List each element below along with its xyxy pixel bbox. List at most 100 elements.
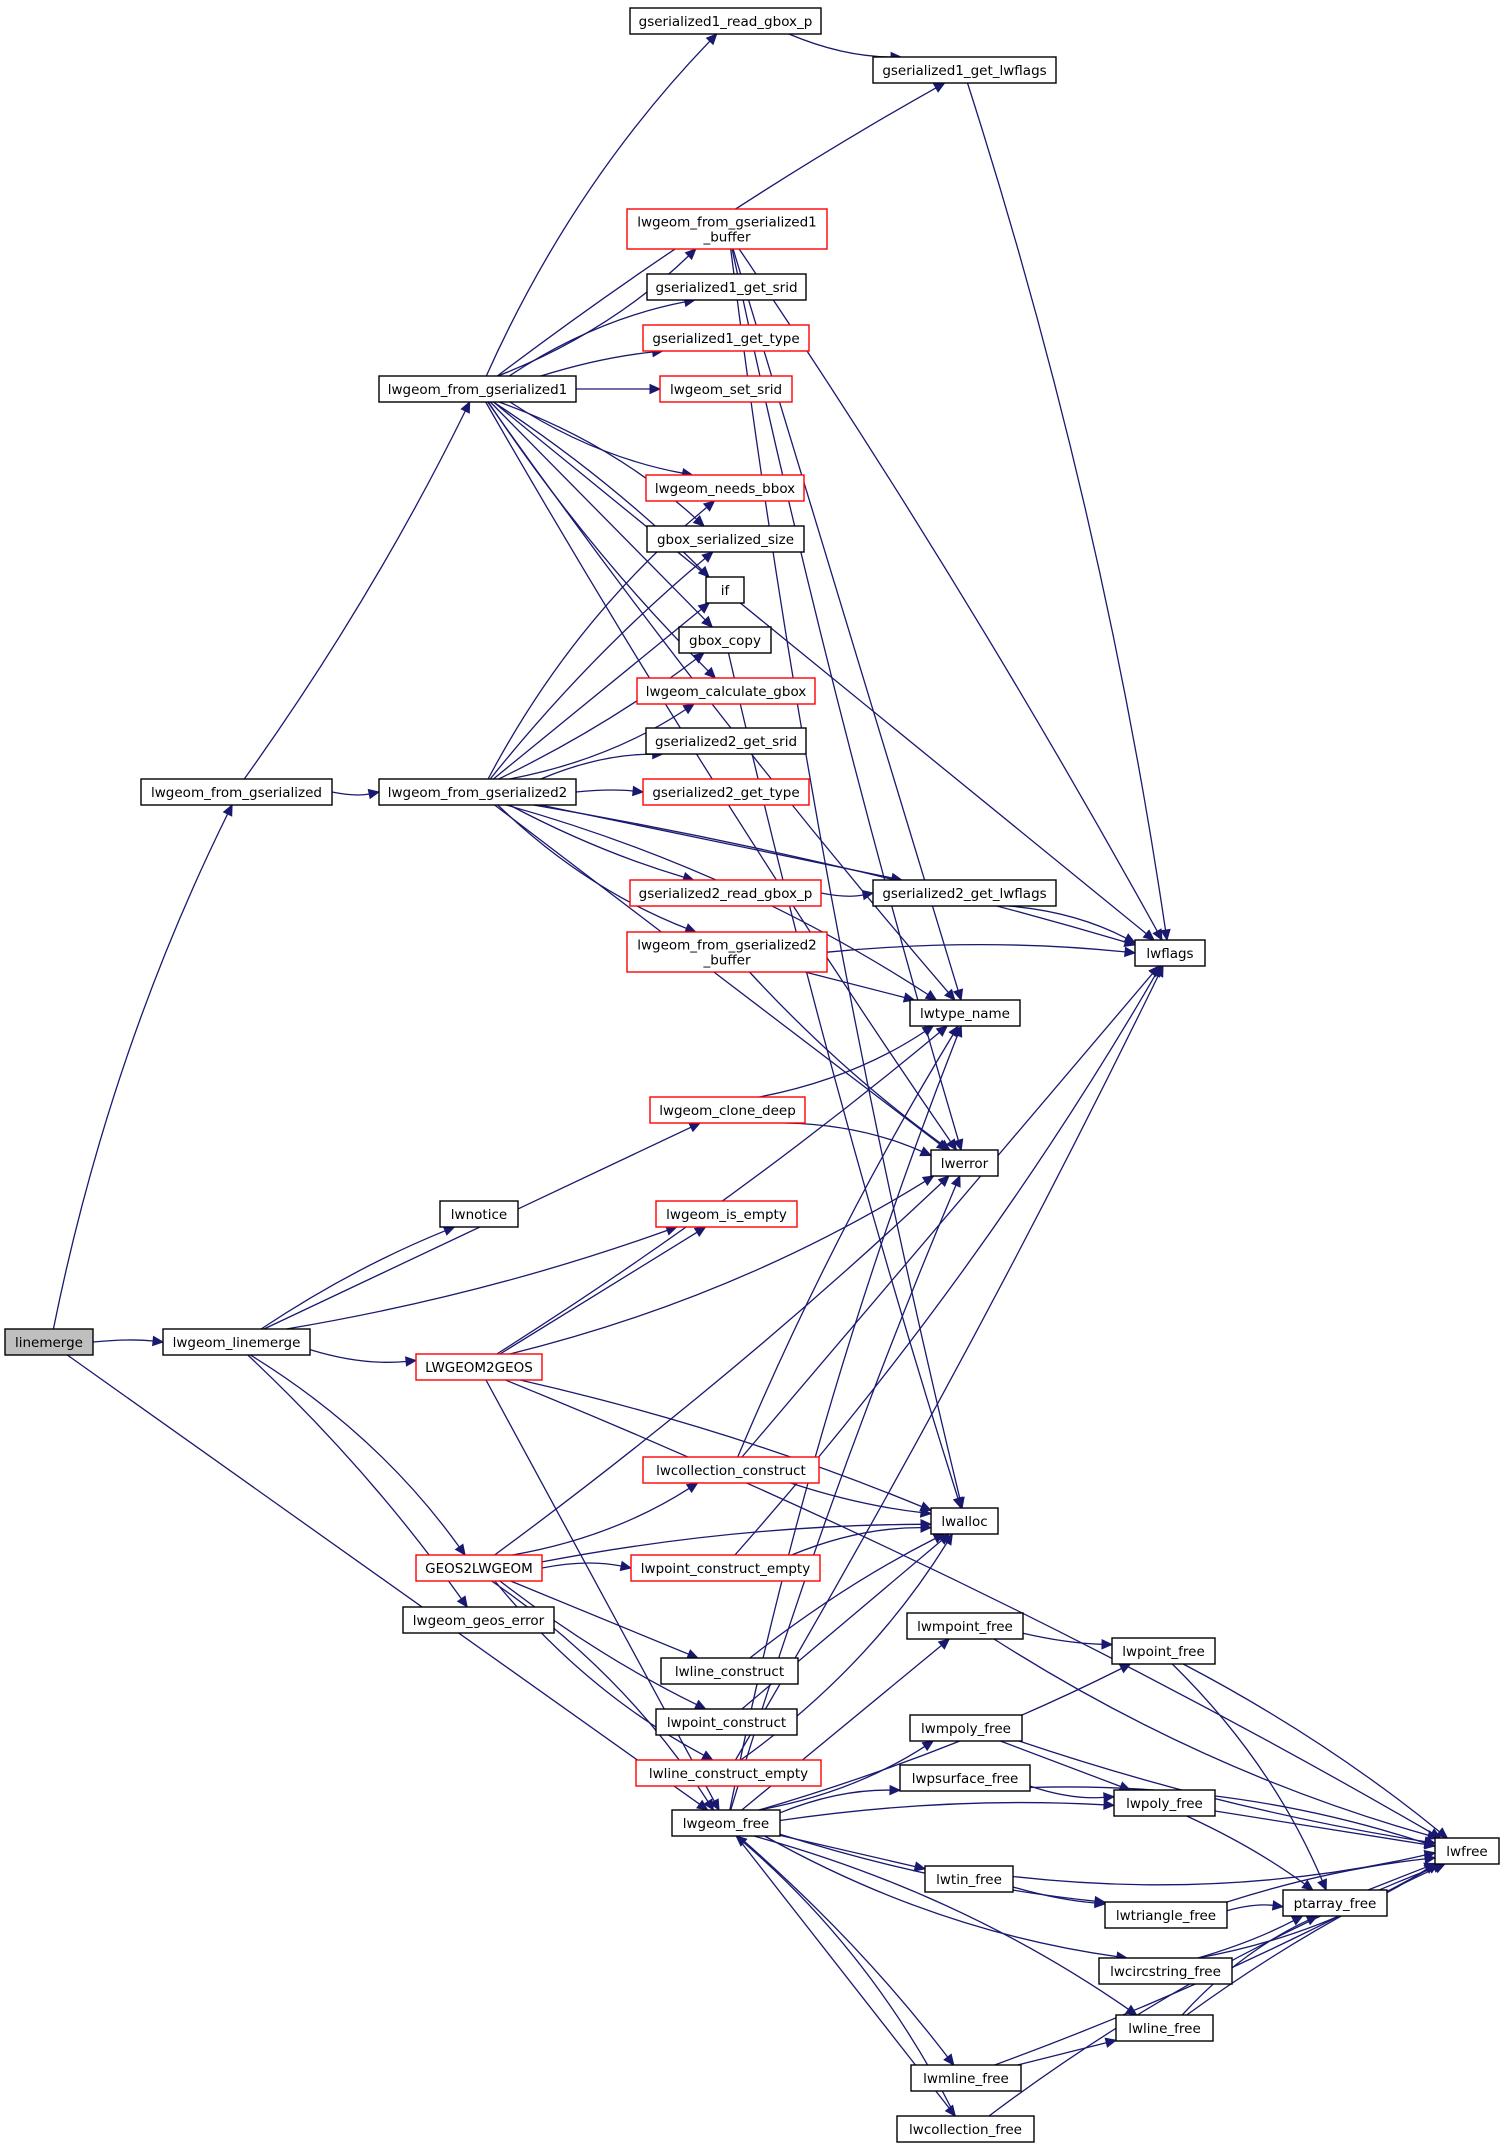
node-gserialized1_read_gbox_p[interactable]: gserialized1_read_gbox_p (629, 7, 822, 35)
node-label: lwmpoly_free (921, 1721, 1011, 1737)
node-box (655, 1200, 798, 1228)
node-gbox_copy[interactable]: gbox_copy (678, 626, 772, 654)
node-lwpoint_construct_empty[interactable]: lwpoint_construct_empty (630, 1554, 821, 1582)
node-lwgeom_clone_deep[interactable]: lwgeom_clone_deep (649, 1096, 806, 1124)
node-lwmpoly_free[interactable]: lwmpoly_free (909, 1714, 1023, 1742)
node-lwgeom_geos_error[interactable]: lwgeom_geos_error (402, 1606, 555, 1634)
edge-lwcollection_construct-to-lwflags (741, 973, 1153, 1458)
node-lwcircstring_free[interactable]: lwcircstring_free (1098, 1957, 1233, 1985)
edge-GEOS2LWGEOM-to-lwpoint_construct_empty (541, 1562, 622, 1569)
edge-lwgeom_from_gserialized2-to-gserialized2_get_srid (540, 753, 653, 780)
node-label: lwline_construct (675, 1664, 784, 1680)
node-lwtin_free[interactable]: lwtin_free (924, 1865, 1014, 1893)
arrowhead-gbox_copy (692, 652, 705, 664)
node-lwgeom_from_gserialized2_buffer[interactable]: lwgeom_from_gserialized2_buffer (626, 931, 828, 973)
arrowhead-lwerror (938, 1139, 951, 1151)
node-box (930, 1149, 999, 1177)
arrowhead-lwline_construct_empty (700, 1750, 714, 1761)
arrowhead-lwerror (950, 1174, 961, 1188)
node-gserialized1_get_type[interactable]: gserialized1_get_type (642, 324, 810, 352)
edge-lwmpoly_free-to-lwpoly_free (1000, 1740, 1121, 1788)
node-box (909, 1714, 1023, 1742)
node-ptarray_free[interactable]: ptarray_free (1282, 1889, 1388, 1917)
node-gserialized1_get_srid[interactable]: gserialized1_get_srid (646, 273, 807, 301)
node-box (626, 931, 828, 973)
node-if[interactable]: if (705, 576, 745, 604)
node-lwfree[interactable]: lwfree (1434, 1837, 1500, 1865)
node-lwpsurface_free[interactable]: lwpsurface_free (899, 1764, 1031, 1792)
node-lwcollection_construct[interactable]: lwcollection_construct (642, 1456, 820, 1484)
edge-lwtin_free-to-lwfree (1012, 1854, 1426, 1886)
node-label: lwgeom_free (683, 1816, 769, 1832)
arrowhead-lwmpoint_free (937, 1638, 951, 1650)
node-gserialized2_get_type[interactable]: gserialized2_get_type (642, 778, 810, 806)
edge-lwpsurface_free-to-lwpoly_free (1029, 1785, 1105, 1799)
arrowhead-lwgeom_set_srid (649, 383, 662, 395)
node-lwline_construct[interactable]: lwline_construct (660, 1657, 799, 1685)
node-lwpoint_free[interactable]: lwpoint_free (1111, 1637, 1216, 1665)
node-lwgeom_from_gserialized1_buffer[interactable]: lwgeom_from_gserialized1_buffer (626, 208, 828, 250)
arrowhead-gserialized2_get_type (632, 785, 645, 797)
node-lwmline_free[interactable]: lwmline_free (910, 2064, 1022, 2092)
edge-lwcollection_construct-to-lwtype_name (737, 1034, 954, 1458)
arrowhead-lwgeom_calculate_gbox (682, 703, 696, 715)
node-gserialized1_get_lwflags[interactable]: gserialized1_get_lwflags (872, 56, 1057, 84)
node-lwmpoint_free[interactable]: lwmpoint_free (906, 1612, 1024, 1640)
node-GEOS2LWGEOM[interactable]: GEOS2LWGEOM (415, 1554, 543, 1582)
node-lwline_construct_empty[interactable]: lwline_construct_empty (635, 1759, 822, 1787)
node-lwline_free[interactable]: lwline_free (1115, 2014, 1214, 2042)
node-lwgeom_needs_bbox[interactable]: lwgeom_needs_bbox (645, 474, 805, 502)
node-LWGEOM2GEOS[interactable]: LWGEOM2GEOS (415, 1353, 543, 1381)
edge-ptarray_free-to-lwfree (1367, 1866, 1426, 1891)
node-lwgeom_from_gserialized1[interactable]: lwgeom_from_gserialized1 (378, 375, 577, 403)
node-lwpoint_construct[interactable]: lwpoint_construct (655, 1708, 798, 1736)
node-lwgeom_from_gserialized2[interactable]: lwgeom_from_gserialized2 (378, 778, 577, 806)
node-label: lwpoly_free (1126, 1796, 1203, 1812)
arrowhead-lwgeom_from_gserialized1 (460, 400, 471, 414)
node-lwpoly_free[interactable]: lwpoly_free (1113, 1789, 1216, 1817)
node-lwerror[interactable]: lwerror (930, 1149, 999, 1177)
edge-lwpoint_construct_empty-to-lwalloc (791, 1526, 922, 1556)
node-gbox_serialized_size[interactable]: gbox_serialized_size (646, 525, 805, 553)
node-gserialized2_read_gbox_p[interactable]: gserialized2_read_gbox_p (629, 879, 822, 907)
node-label: lwline_construct_empty (649, 1766, 808, 1782)
node-lwgeom_calculate_gbox[interactable]: lwgeom_calculate_gbox (636, 677, 816, 705)
node-box (872, 879, 1057, 907)
edge-lwgeom_from_gserialized2-to-gserialized2_read_gbox_p (509, 804, 685, 878)
node-lwflags[interactable]: lwflags (1134, 939, 1206, 967)
arrowhead-lwflags (1123, 933, 1137, 944)
node-lwgeom_free[interactable]: lwgeom_free (671, 1809, 781, 1837)
node-linemerge[interactable]: linemerge (4, 1328, 94, 1356)
node-label: GEOS2LWGEOM (425, 1561, 533, 1577)
edge-linemerge-to-lwgeom_linemerge (92, 1339, 154, 1343)
node-box (439, 1200, 519, 1228)
node-label: gserialized1_read_gbox_p (639, 14, 813, 30)
node-label: lwalloc (941, 1514, 987, 1530)
edge-lwmpoly_free-to-lwfree (1018, 1740, 1426, 1843)
node-lwgeom_is_empty[interactable]: lwgeom_is_empty (655, 1200, 798, 1228)
node-label: lwgeom_from_gserialized1 (637, 215, 817, 231)
node-lwalloc[interactable]: lwalloc (930, 1507, 999, 1535)
node-label: lwmpoint_free (917, 1619, 1013, 1635)
edge-lwgeom_from_gserialized1-to-gserialized1_get_srid (508, 301, 686, 377)
node-lwtriangle_free[interactable]: lwtriangle_free (1104, 1901, 1228, 1929)
node-lwgeom_linemerge[interactable]: lwgeom_linemerge (162, 1328, 311, 1356)
node-box (626, 208, 828, 250)
node-lwtype_name[interactable]: lwtype_name (909, 999, 1021, 1027)
node-lwgeom_from_gserialized[interactable]: lwgeom_from_gserialized (140, 778, 333, 806)
node-box (415, 1353, 543, 1381)
edge-lwgeom_from_gserialized2-to-gbox_serialized_size (489, 557, 706, 780)
node-box (645, 727, 807, 755)
node-gserialized2_get_srid[interactable]: gserialized2_get_srid (645, 727, 807, 755)
node-lwcollection_free[interactable]: lwcollection_free (896, 2115, 1035, 2143)
node-lwnotice[interactable]: lwnotice (439, 1200, 519, 1228)
edge-lwgeom_free-to-lwpoint_free (758, 1667, 1122, 1811)
arrowhead-ptarray_free (1271, 1900, 1285, 1911)
edge-LWGEOM2GEOS-to-lwgeom_is_empty (499, 1231, 698, 1355)
arrowhead-lwtype_name (924, 989, 938, 1001)
node-gserialized2_get_lwflags[interactable]: gserialized2_get_lwflags (872, 879, 1057, 907)
edge-lwgeom_from_gserialized2_buffer-to-lwflags (826, 943, 1126, 953)
arrowhead-lwgeom_free (703, 1798, 715, 1812)
node-lwgeom_set_srid[interactable]: lwgeom_set_srid (659, 375, 793, 403)
node-label: lwgeom_clone_deep (659, 1103, 796, 1119)
